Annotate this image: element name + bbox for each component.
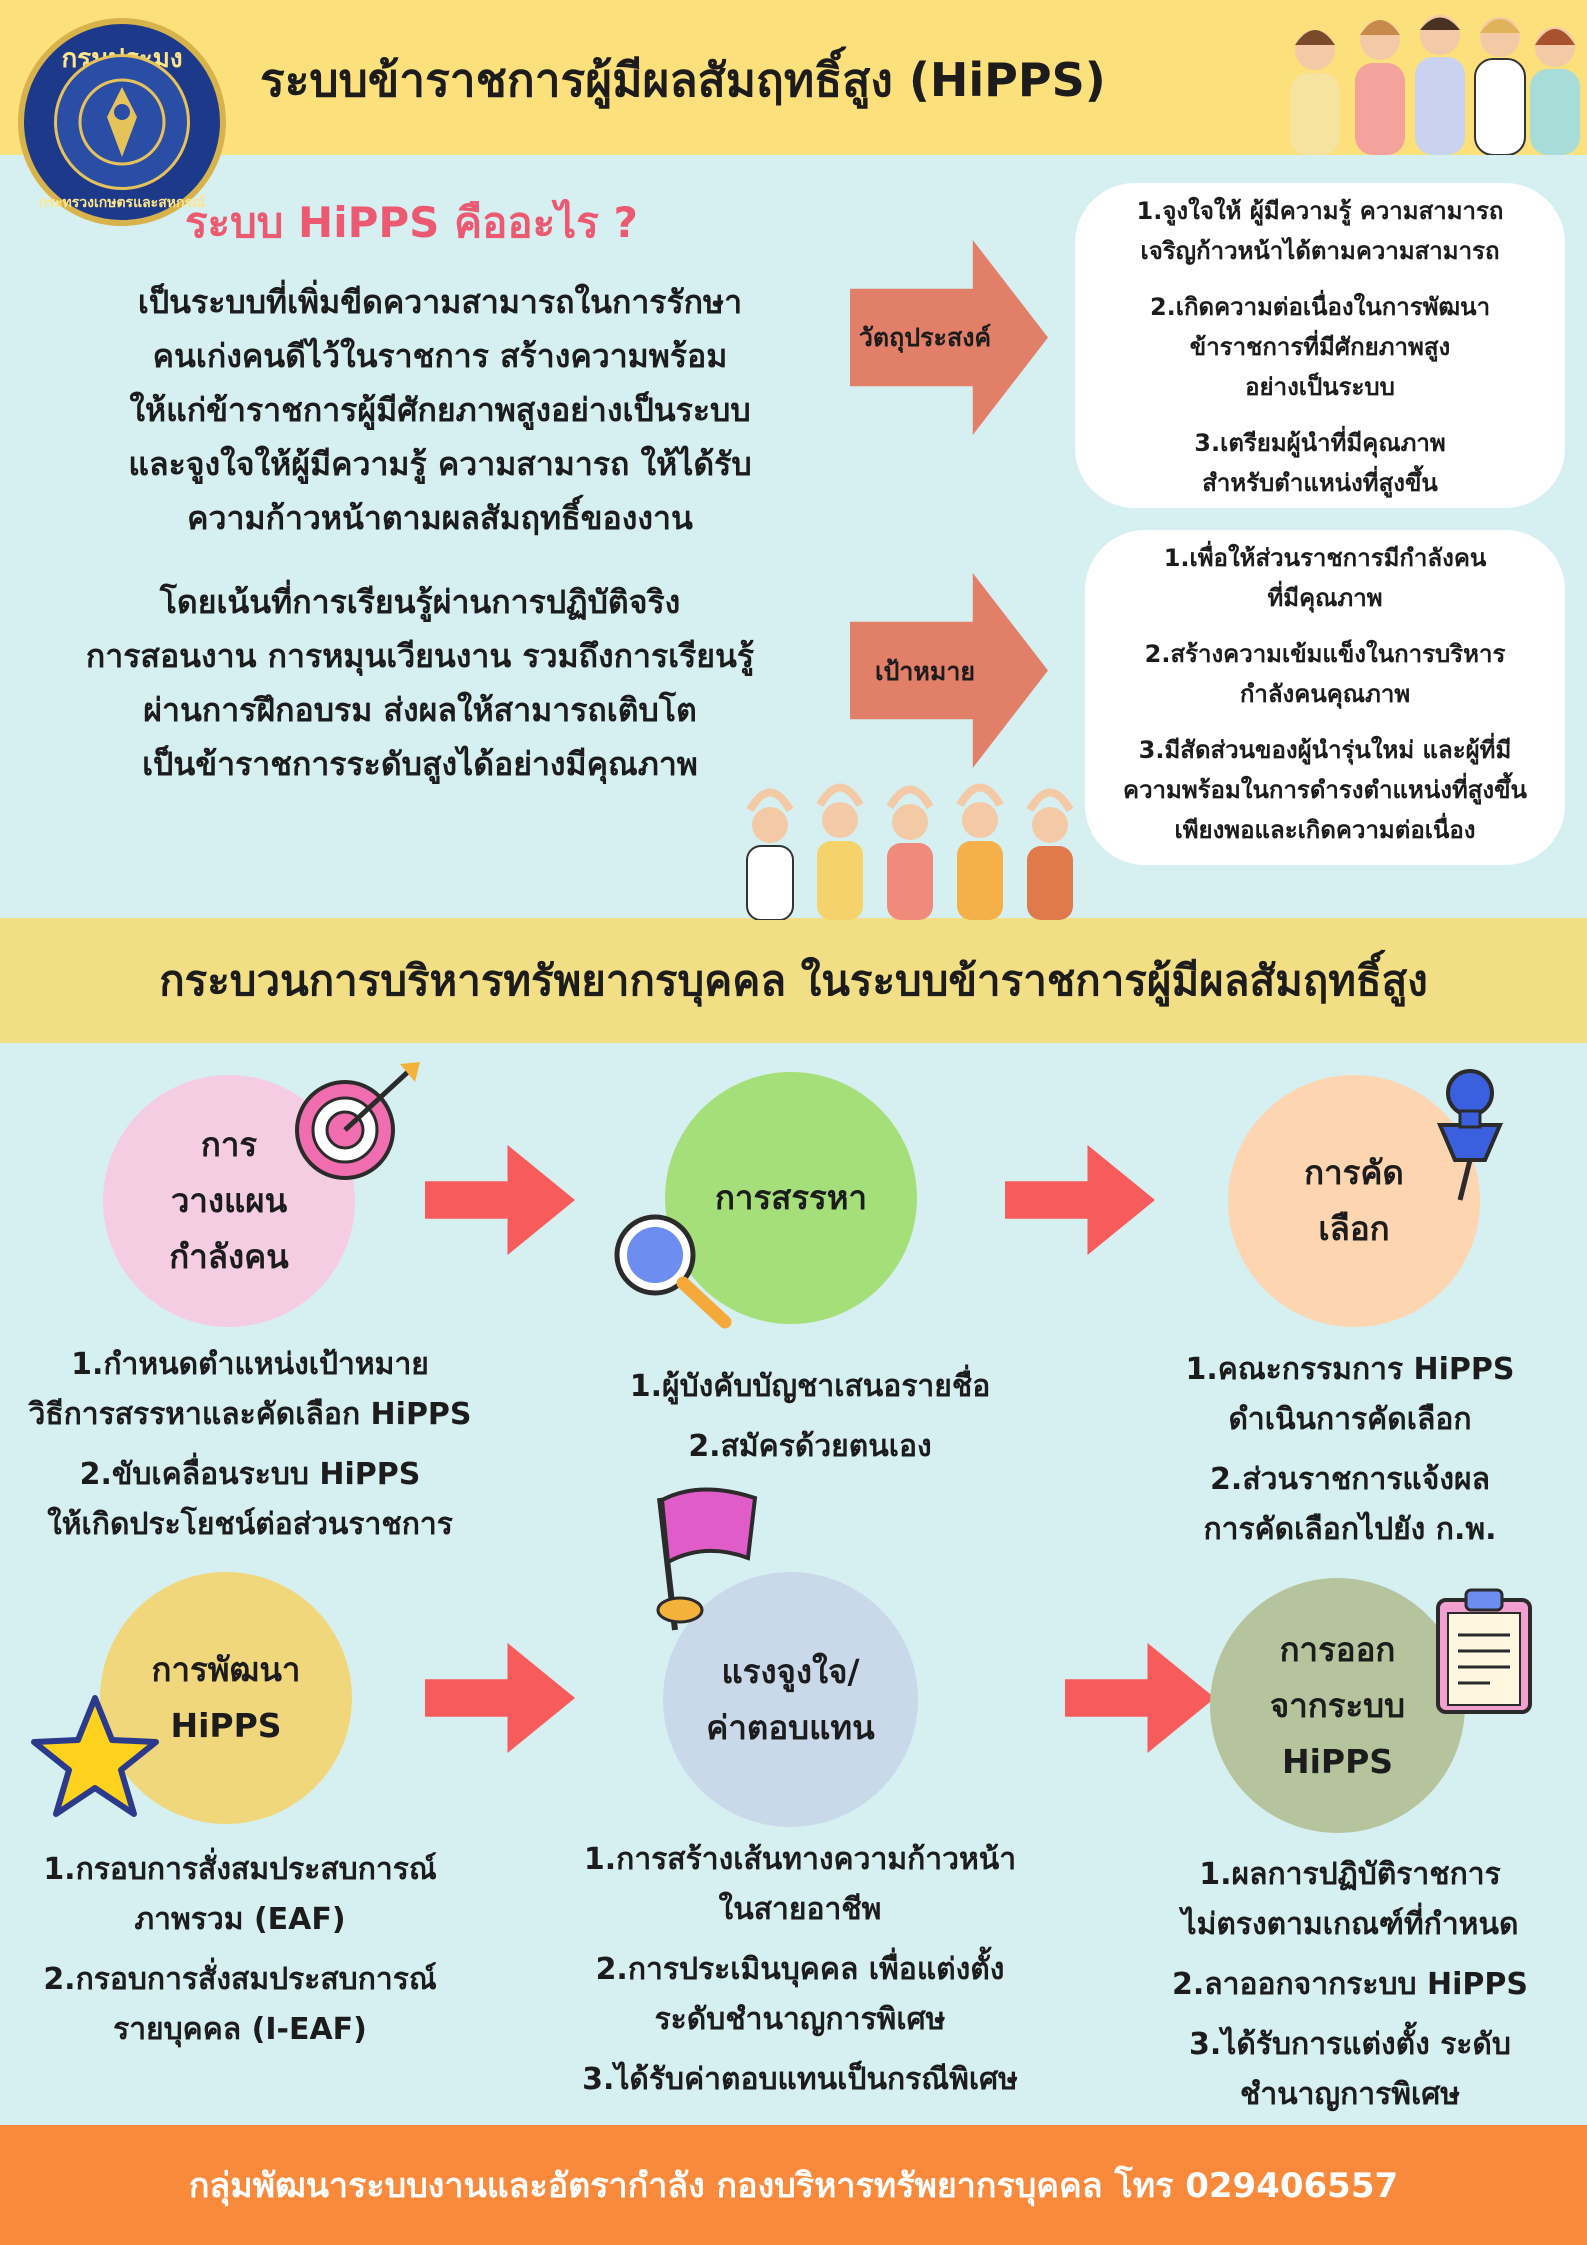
step-development-circle: การพัฒนา HiPPS: [100, 1572, 352, 1824]
clipboard-icon: [1436, 1588, 1532, 1714]
para2-line: การสอนงาน การหมุนเวียนงาน รวมถึงการเรียน…: [85, 637, 755, 675]
magnifier-icon: [614, 1214, 732, 1329]
para2-line: โดยเน้นที่การเรียนรู้ผ่านการปฏิบัติจริง: [159, 583, 681, 621]
list-item: 1.กำหนดตำแหน่งเป้าหมายวิธีการสรรหาและคัด…: [28, 1347, 472, 1432]
list-item: 1.กรอบการสั่งสมประสบการณ์ภาพรวม (EAF): [43, 1852, 437, 1937]
footer-band: [0, 2125, 1587, 2245]
emblem-icon: [78, 78, 166, 166]
page-title: ระบบข้าราชการผู้มีผลสัมฤทธิ์สูง (HiPPS): [260, 52, 1106, 107]
step-recruitment-list: 1.ผู้บังคับบัญชาเสนอรายชื่อ 2.สมัครด้วยต…: [540, 1362, 1080, 1482]
target-icon: [295, 1062, 420, 1180]
para1-line: ให้แก่ข้าราชการผู้มีศักยภาพสูงอย่างเป็นร…: [129, 391, 751, 429]
flow-arrow: [1005, 1145, 1155, 1255]
step-recruitment-circle: การสรรหา: [665, 1072, 917, 1324]
objective-label: วัตถุประสงค์: [858, 323, 992, 352]
flow-arrow: [425, 1145, 575, 1255]
intro-paragraph-2: โดยเน้นที่การเรียนรู้ผ่านการปฏิบัติจริง …: [0, 575, 840, 791]
list-item: 2.สมัครด้วยตนเอง: [688, 1429, 932, 1464]
heart-hands-people-illustration: [746, 783, 1074, 920]
list-item: 2.การประเมินบุคคล เพื่อแต่งตั้งระดับชำนา…: [595, 1952, 1005, 2037]
objective-box: 1.จูงใจให้ ผู้มีความรู้ ความสามารถ เจริญ…: [1075, 183, 1565, 508]
intro-question: ระบบ HiPPS คืออะไร ?: [185, 198, 638, 247]
star-icon: [31, 1695, 159, 1817]
goal-item: 1.เพื่อให้ส่วนราชการมีกำลังคน ที่มีคุณภา…: [1163, 544, 1487, 612]
para1-line: คนเก่งคนดีไว้ในราชการ สร้างความพร้อม: [152, 337, 728, 375]
section-band: [0, 918, 1587, 1043]
list-item: 3.ได้รับการแต่งตั้ง ระดับชำนาญการพิเศษ: [1189, 2027, 1511, 2112]
list-item: 1.ผลการปฏิบัติราชการไม่ตรงตามเกณฑ์ที่กำห…: [1181, 1857, 1519, 1942]
step-exit-circle: การออก จากระบบ HiPPS: [1210, 1578, 1465, 1833]
people-group-illustration: [1290, 15, 1580, 155]
step-development-list: 1.กรอบการสั่งสมประสบการณ์ภาพรวม (EAF) 2.…: [10, 1845, 470, 2065]
flow-arrow: [425, 1643, 575, 1753]
department-seal-logo: กรมประมง กระทรวงเกษตรและสหกรณ์: [18, 18, 226, 226]
step-incentive-circle: แรงจูงใจ/ ค่าตอบแทน: [663, 1572, 918, 1827]
goal-label: เป้าหมาย: [874, 657, 976, 686]
list-item: 1.ผู้บังคับบัญชาเสนอรายชื่อ: [629, 1369, 991, 1404]
process-title: กระบวนการบริหารทรัพยากรบุคคล ในระบบข้ารา…: [159, 955, 1428, 1005]
para1-line: เป็นระบบที่เพิ่มขีดความสามารถในการรักษา: [137, 283, 743, 321]
footer-contact: กลุ่มพัฒนาระบบงานและอัตรากำลัง กองบริหาร…: [188, 2166, 1399, 2206]
logo-text-bottom: กระทรวงเกษตรและสหกรณ์: [39, 195, 205, 211]
list-item: 2.ลาออกจากระบบ HiPPS: [1171, 1967, 1528, 2002]
flow-arrow: [1065, 1643, 1215, 1753]
objective-item: 1.จูงใจให้ ผู้มีความรู้ ความสามารถ เจริญ…: [1136, 197, 1504, 265]
list-item: 2.ส่วนราชการแจ้งผลการคัดเลือกไปยัง ก.พ.: [1203, 1462, 1497, 1547]
step-incentive-list: 1.การสร้างเส้นทางความก้าวหน้าในสายอาชีพ …: [515, 1835, 1085, 2115]
goal-item: 3.มีสัดส่วนของผู้นำรุ่นใหม่ และผู้ที่มี …: [1123, 736, 1527, 844]
step-exit-list: 1.ผลการปฏิบัติราชการไม่ตรงตามเกณฑ์ที่กำห…: [1120, 1850, 1580, 2130]
step-planning-list: 1.กำหนดตำแหน่งเป้าหมายวิธีการสรรหาและคัด…: [10, 1340, 490, 1560]
list-item: 3.ได้รับค่าตอบแทนเป็นกรณีพิเศษ: [582, 2062, 1018, 2097]
goal-box: 1.เพื่อให้ส่วนราชการมีกำลังคน ที่มีคุณภา…: [1085, 530, 1565, 865]
list-item: 2.กรอบการสั่งสมประสบการณ์รายบุคคล (I-EAF…: [43, 1962, 437, 2047]
para1-line: และจูงใจให้ผู้มีความรู้ ความสามารถ ให้ได…: [128, 445, 752, 483]
para2-line: ผ่านการฝึกอบรม ส่งผลให้สามารถเติบโต: [143, 691, 697, 729]
objective-item: 3.เตรียมผู้นำที่มีคุณภาพ สำหรับตำแหน่งที…: [1194, 429, 1446, 497]
seal-emblem: [54, 54, 190, 190]
list-item: 1.การสร้างเส้นทางความก้าวหน้าในสายอาชีพ: [583, 1842, 1017, 1927]
para2-line: เป็นข้าราชการระดับสูงได้อย่างมีคุณภาพ: [142, 745, 698, 783]
step-planning-circle: การ วางแผน กำลังคน: [103, 1075, 355, 1327]
objective-item: 2.เกิดความต่อเนื่องในการพัฒนา ข้าราชการท…: [1149, 293, 1491, 401]
flag-icon: [656, 1487, 758, 1631]
para1-line: ความก้าวหน้าตามผลสัมฤทธิ์ของงาน: [187, 499, 693, 537]
goal-item: 2.สร้างความเข้มแข็งในการบริหาร กำลังคนคุ…: [1144, 640, 1506, 708]
intro-paragraph-1: เป็นระบบที่เพิ่มขีดความสามารถในการรักษา …: [20, 275, 860, 545]
pushpin-icon: [1436, 1069, 1504, 1201]
step-selection-circle: การคัด เลือก: [1228, 1075, 1480, 1327]
